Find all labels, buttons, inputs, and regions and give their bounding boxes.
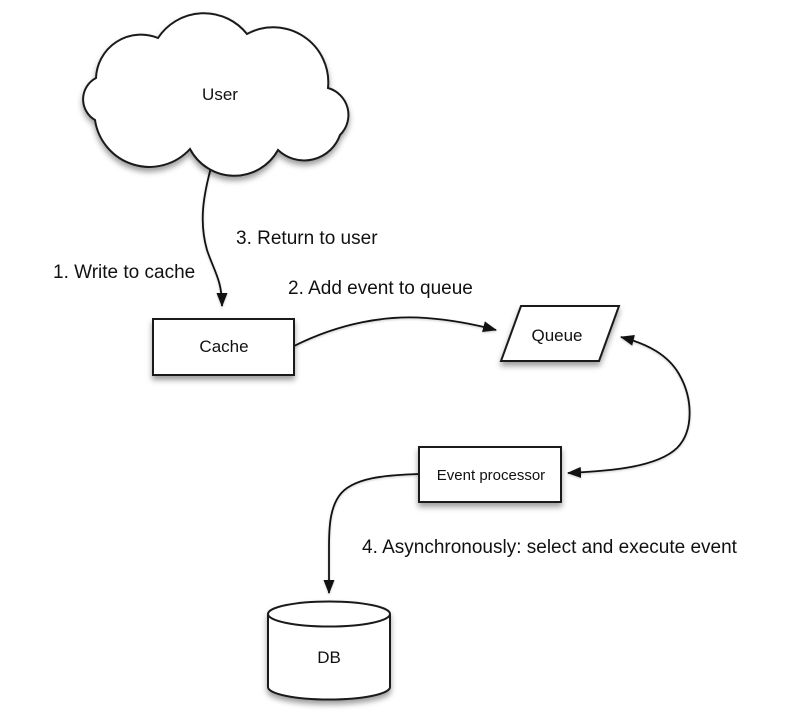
event-processor-rectangle-shape bbox=[418, 446, 562, 503]
event-processor-label: Event processor bbox=[437, 467, 545, 484]
user-node bbox=[82, 12, 350, 177]
nodes-layer bbox=[82, 12, 621, 701]
cache-node bbox=[152, 318, 295, 376]
edge-cache-to-queue bbox=[293, 316, 497, 347]
db-cylinder-top-shape bbox=[267, 600, 391, 628]
user-label: User bbox=[202, 85, 238, 104]
edges-layer bbox=[201, 163, 691, 594]
db-cylinder-body-shape bbox=[267, 614, 391, 701]
edge-user-to-cache bbox=[201, 163, 228, 307]
event-processor-node bbox=[418, 446, 562, 503]
edge-event-processor-to-db bbox=[323, 473, 420, 594]
annotation-step1-write-to-cache: 1. Write to cache bbox=[53, 262, 195, 283]
edge-event-processor-queue-double-arrow bbox=[567, 334, 691, 478]
cache-label: Cache bbox=[199, 337, 248, 356]
queue-node bbox=[499, 305, 621, 362]
annotations-layer: 1. Write to cache 3. Return to user 2. A… bbox=[53, 228, 738, 558]
annotation-step4-async-select-execute: 4. Asynchronously: select and execute ev… bbox=[362, 537, 738, 558]
db-label: DB bbox=[317, 648, 341, 667]
annotation-step2-add-event-to-queue: 2. Add event to queue bbox=[288, 278, 473, 299]
user-cloud-shape bbox=[82, 12, 350, 177]
annotation-step3-return-to-user: 3. Return to user bbox=[236, 228, 378, 249]
cache-rectangle-shape bbox=[152, 318, 295, 376]
node-labels-layer: User Cache Queue Event processor DB bbox=[199, 85, 582, 667]
db-node bbox=[267, 600, 391, 701]
queue-parallelogram-shape bbox=[499, 305, 621, 362]
queue-label: Queue bbox=[531, 326, 582, 345]
